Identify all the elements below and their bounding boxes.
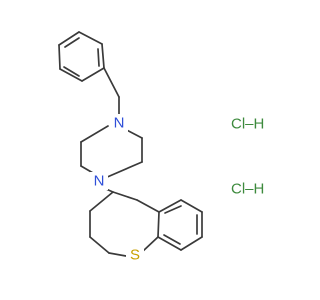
benzyl-ch2-linker xyxy=(103,67,120,119)
hydrochloride-label-1: Cl–H xyxy=(231,116,264,133)
n-benzyl-atom: N xyxy=(110,114,128,132)
piperazine-ring xyxy=(80,125,143,179)
fused-benzene-ring xyxy=(157,199,203,251)
sulfur-label: S xyxy=(130,247,140,264)
chemical-structure-diagram: N N S Cl–H Cl–H xyxy=(58,31,264,264)
n-benzyl-label: N xyxy=(114,115,125,132)
sulfur-atom: S xyxy=(126,246,144,264)
n-ring-atom: N xyxy=(90,172,108,190)
phenyl-ring xyxy=(58,31,105,82)
n-ring-label: N xyxy=(94,173,105,190)
thiepine-ring xyxy=(89,191,160,257)
hydrochloride-label-2: Cl–H xyxy=(231,181,264,198)
